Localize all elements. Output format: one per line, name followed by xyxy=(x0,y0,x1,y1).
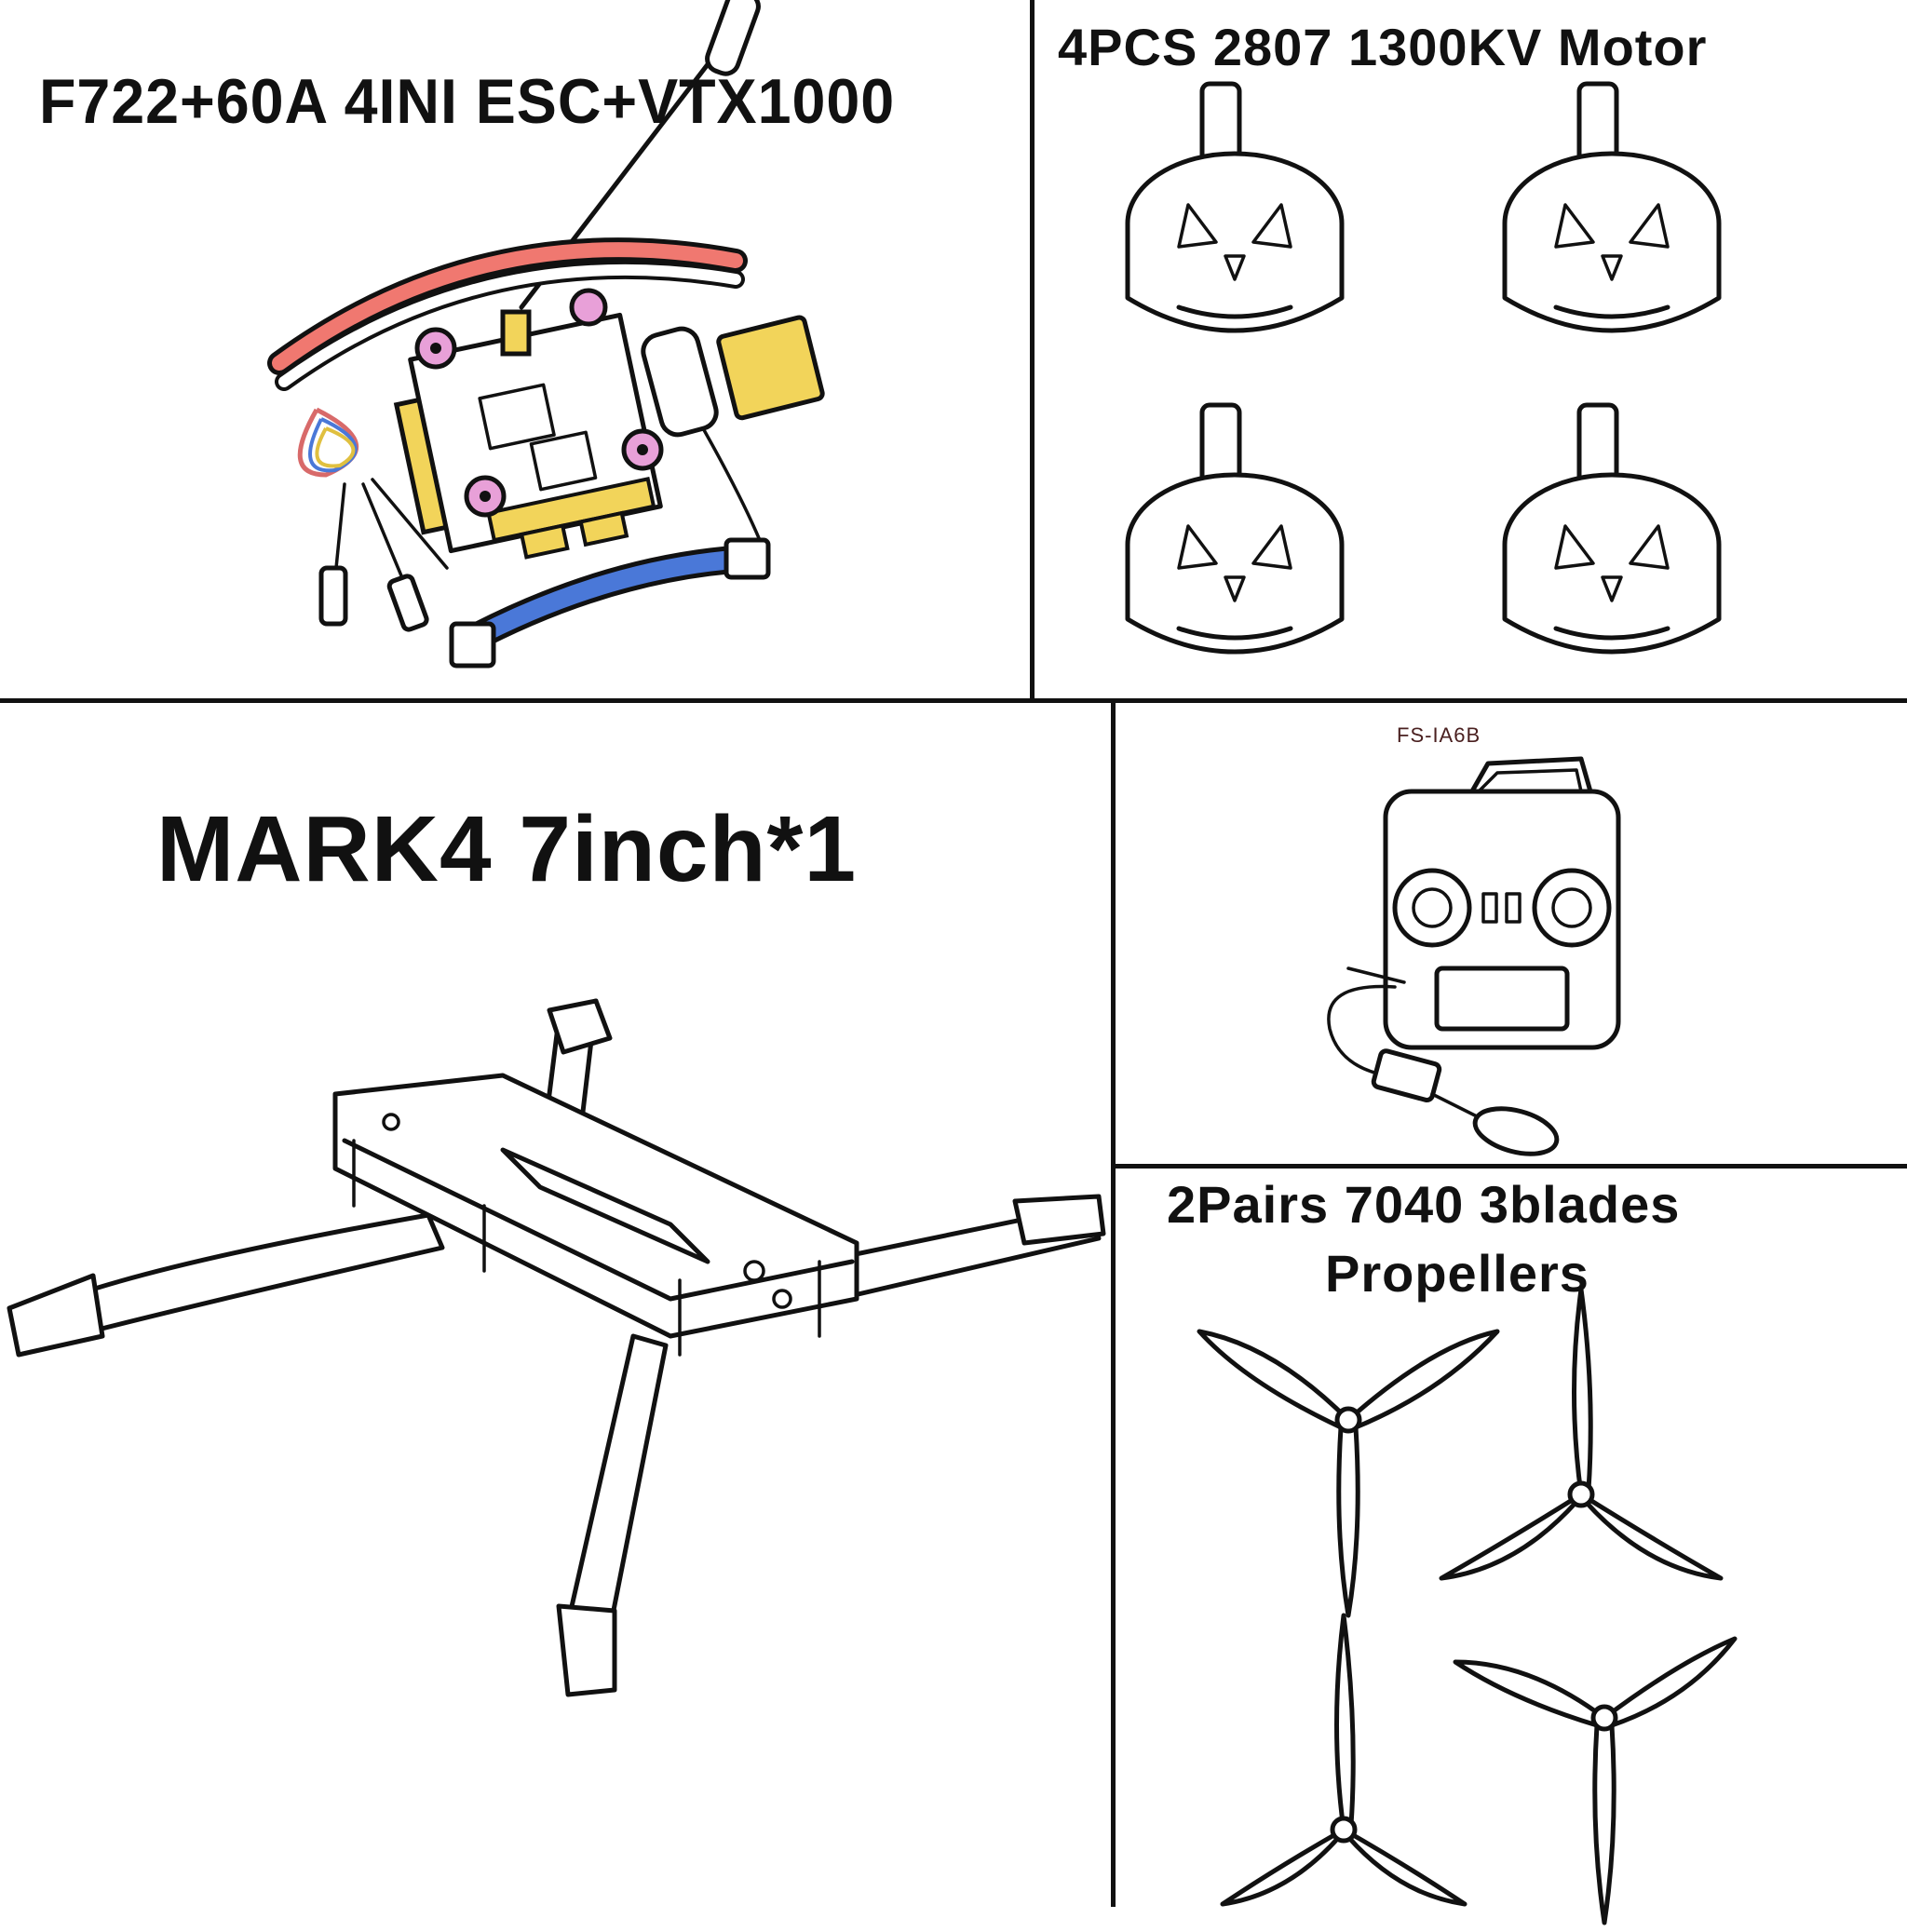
panel-fc-esc: F722+60A 4INI ESC+VTX1000 xyxy=(0,0,1030,698)
radio-label: FS-IA6B xyxy=(1397,723,1481,747)
panel-frame: MARK4 7inch*1 xyxy=(0,703,1111,1907)
motor-illustration-4 xyxy=(1502,402,1722,655)
propeller-illustration-3 xyxy=(1220,1613,1467,1907)
propeller-illustration-4 xyxy=(1453,1636,1738,1925)
motor-illustration-2 xyxy=(1502,81,1722,333)
radio-transmitter-illustration xyxy=(1327,756,1621,1156)
divider-top-vertical xyxy=(1030,0,1035,700)
panel-radio: FS-IA6B xyxy=(1116,703,1907,1164)
motor-illustration-3 xyxy=(1125,402,1345,655)
divider-right-horizontal xyxy=(1114,1164,1907,1169)
propeller-illustration-2 xyxy=(1439,1287,1724,1581)
divider-horizontal-main xyxy=(0,698,1907,703)
panel-motors: 4PCS 2807 1300KV Motor xyxy=(1035,0,1907,698)
propellers-title-line2: Propellers xyxy=(1325,1244,1589,1303)
fc-esc-illustration xyxy=(267,0,825,669)
divider-bottom-vertical xyxy=(1111,700,1116,1907)
panel-propellers: 2Pairs 7040 3blades Propellers xyxy=(1116,1169,1907,1925)
propellers-title-line1: 2Pairs 7040 3blades xyxy=(1167,1175,1681,1234)
motors-title: 4PCS 2807 1300KV Motor xyxy=(1058,18,1708,76)
fc-esc-title: F722+60A 4INI ESC+VTX1000 xyxy=(39,66,896,137)
frame-title: MARK4 7inch*1 xyxy=(156,797,858,901)
motor-illustration-1 xyxy=(1125,81,1345,333)
propeller-illustration-1 xyxy=(1197,1329,1500,1618)
frame-illustration xyxy=(7,998,1106,1697)
